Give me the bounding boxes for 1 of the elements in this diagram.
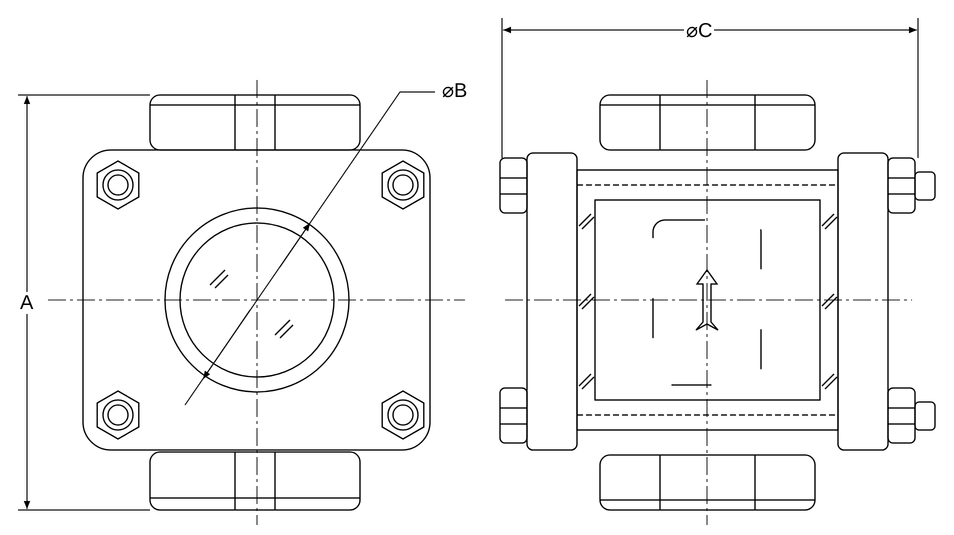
dimension-label: A (18, 292, 36, 314)
